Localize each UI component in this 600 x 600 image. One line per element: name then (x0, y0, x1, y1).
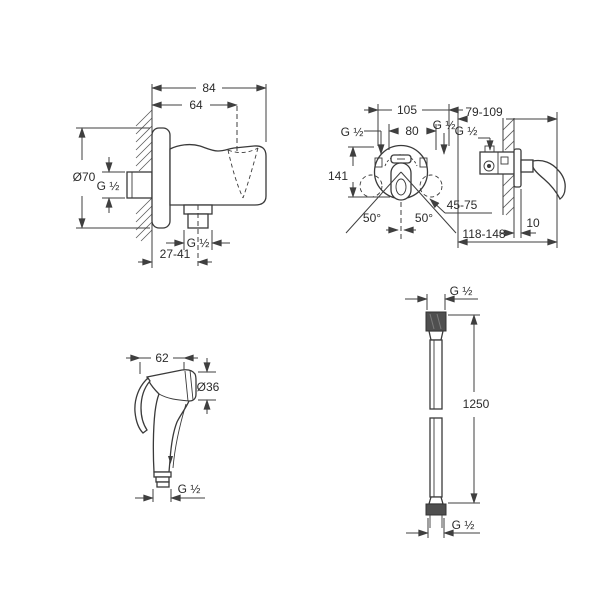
port-boss-left (374, 157, 383, 168)
port-boss-right (419, 157, 428, 168)
dim-wall-depth-label: 27-41 (160, 247, 191, 261)
trigger-lever (134, 377, 151, 434)
mixer-side-drawing: 79-109 G ½ 10 118-148 (455, 105, 566, 248)
hose-collar-bottom (428, 496, 444, 505)
dim-supply-depth-label: 45-75 (447, 198, 478, 212)
dim-angle-right-label: 50° (415, 211, 433, 225)
escutcheon-side (513, 148, 522, 188)
connector-band (155, 476, 170, 483)
dim-mixer-height-label: 141 (328, 169, 348, 183)
dim-mixer-width-label: 105 (397, 103, 417, 117)
dim-head-diameter-label: Ø36 (197, 380, 220, 394)
dim-angle-left-label: 50° (363, 211, 381, 225)
dim-install-depth-label: 79-109 (465, 105, 503, 119)
hose-tube-lower (429, 417, 443, 498)
dim-total-width-label: 84 (202, 81, 216, 95)
handle-contour (172, 403, 187, 469)
holder-cup-rim (227, 147, 259, 153)
dim-plate-depth-label: 10 (526, 216, 540, 230)
head-joint-line (158, 393, 190, 402)
lever-side (532, 159, 566, 200)
dim-head-width-label: 62 (155, 351, 169, 365)
dim-holder-width-label: 64 (189, 98, 203, 112)
wall-hatching (135, 109, 153, 242)
hose-tube-upper (429, 339, 443, 410)
dim-port-spacing-label: 80 (405, 124, 419, 138)
connector-nut (153, 471, 172, 478)
dim-hose-thread-top-label: G ½ (450, 284, 473, 298)
cartridge-ring (384, 154, 418, 167)
dim-hose-thread-bottom-label: G ½ (452, 518, 475, 532)
dim-hose-length-label: 1250 (463, 397, 490, 411)
body-detail (500, 156, 509, 165)
supply-right-hidden (419, 174, 443, 198)
mixer-front-drawing: 105 80 G ½ G ½ 141 50° 50° 45-75 (328, 103, 492, 242)
handle-hub (520, 159, 534, 173)
dim-outlet-thread-label: G ½ (187, 236, 210, 250)
hose-nut-top (425, 311, 447, 332)
dim-plate-diameter-label: Ø70 (73, 170, 96, 184)
lever-handle (390, 162, 412, 201)
wall-plate (151, 127, 171, 229)
flow-direction-arrow (168, 456, 173, 464)
dim-inlet-thread-label: G ½ (97, 179, 120, 193)
body-port-center (487, 164, 491, 168)
angle-leader-left (345, 171, 402, 234)
hose-drawing: G ½ 1250 G ½ (405, 284, 490, 538)
wall-hatching-side (502, 118, 515, 216)
dim-thread-left-label: G ½ (341, 125, 364, 139)
wall-union-drawing: 84 64 Ø70 G ½ G ½ 27-41 (73, 81, 267, 268)
hand-shower-body (146, 369, 197, 473)
dim-side-thread-label: G ½ (455, 124, 478, 138)
dim-total-depth-label: 118-148 (462, 227, 505, 241)
connector-end (156, 481, 170, 488)
dim-thread-right-label: G ½ (433, 118, 456, 132)
hose-nut-bottom (425, 503, 447, 516)
hose-collar-top (428, 330, 444, 341)
inlet-connector (126, 171, 153, 199)
body-port-circle (483, 160, 495, 172)
hand-shower-drawing: 62 Ø36 G ½ (126, 351, 220, 502)
lever-inlay (395, 178, 407, 196)
dim-handle-thread-label: G ½ (178, 482, 201, 496)
holder-body (169, 143, 267, 206)
angle-leader-right (400, 171, 457, 234)
